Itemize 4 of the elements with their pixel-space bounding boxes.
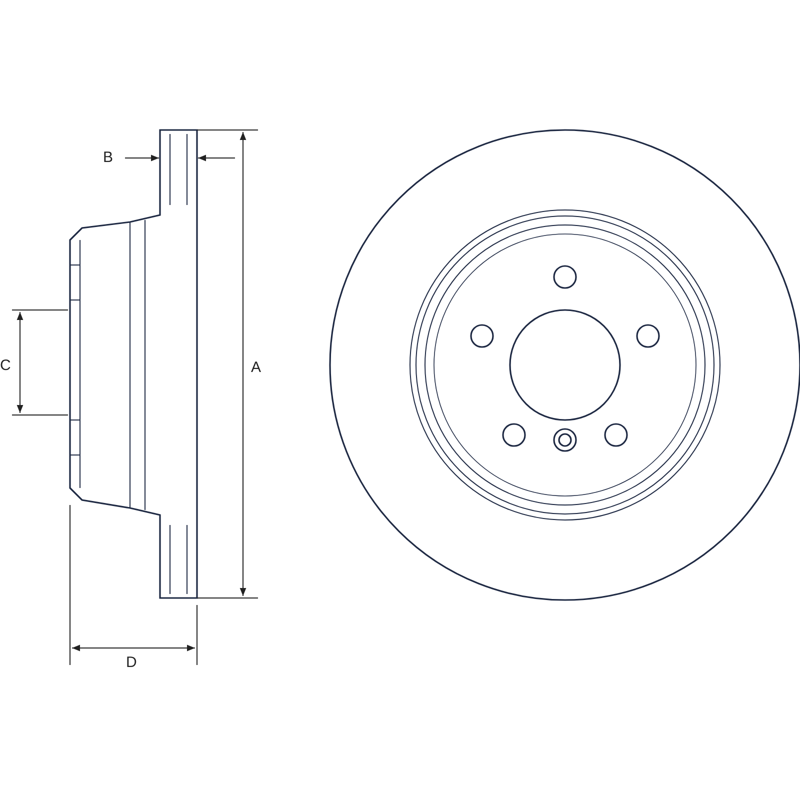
dimension-label: C — [0, 358, 11, 374]
dimension-label: D — [126, 655, 137, 671]
dimension-label: B — [103, 150, 114, 166]
dimension-label: A — [251, 360, 262, 376]
